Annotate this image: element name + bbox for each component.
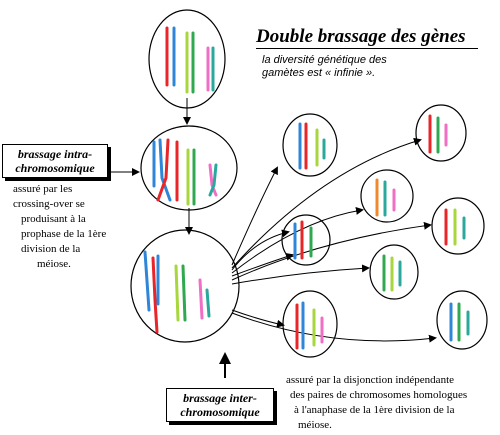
inter-label-line: chromosomique	[180, 405, 260, 419]
inter-label-box: brassage inter- chromosomique	[166, 388, 274, 422]
intra-note-line: prophase de la 1ère	[21, 228, 107, 240]
cell-crossing-over	[140, 125, 238, 211]
gamete-cells	[281, 104, 488, 358]
intra-note-line: méiose.	[37, 258, 71, 270]
inter-note-line: à l'anaphase de la 1ère division de la	[294, 404, 455, 416]
intra-note-line: assuré par les	[13, 183, 73, 195]
intra-label-box: brassage intra- chromosomique	[2, 144, 108, 178]
inter-note-line: des paires de chromosomes homologues	[290, 389, 468, 401]
title-underline	[256, 48, 478, 49]
intra-note-line: produisant à la	[21, 213, 86, 225]
cell-meiosis	[130, 229, 240, 343]
inter-arrow	[219, 352, 231, 378]
inter-note-line: méiose.	[298, 419, 332, 431]
intra-note-line: crossing-over se	[13, 198, 85, 210]
subtitle: la diversité génétique des gamètes est «…	[262, 54, 387, 80]
subtitle-line: gamètes est « infinie ».	[262, 67, 376, 79]
intra-note-line: division de la	[21, 243, 81, 255]
inter-label-line: brassage inter-	[183, 391, 257, 405]
page-title: Double brassage des gènes	[256, 26, 466, 47]
intra-note: assuré par les crossing-over se produisa…	[13, 182, 123, 272]
inter-note-line: assuré par la disjonction indépendante	[286, 374, 455, 386]
cell-top	[148, 9, 226, 109]
intra-label-line: chromosomique	[15, 161, 95, 175]
subtitle-line: la diversité génétique des	[262, 54, 387, 66]
intra-label-line: brassage intra-	[17, 147, 93, 161]
gamete-arrows	[231, 137, 437, 343]
inter-note: assuré par la disjonction indépendante d…	[286, 373, 498, 433]
